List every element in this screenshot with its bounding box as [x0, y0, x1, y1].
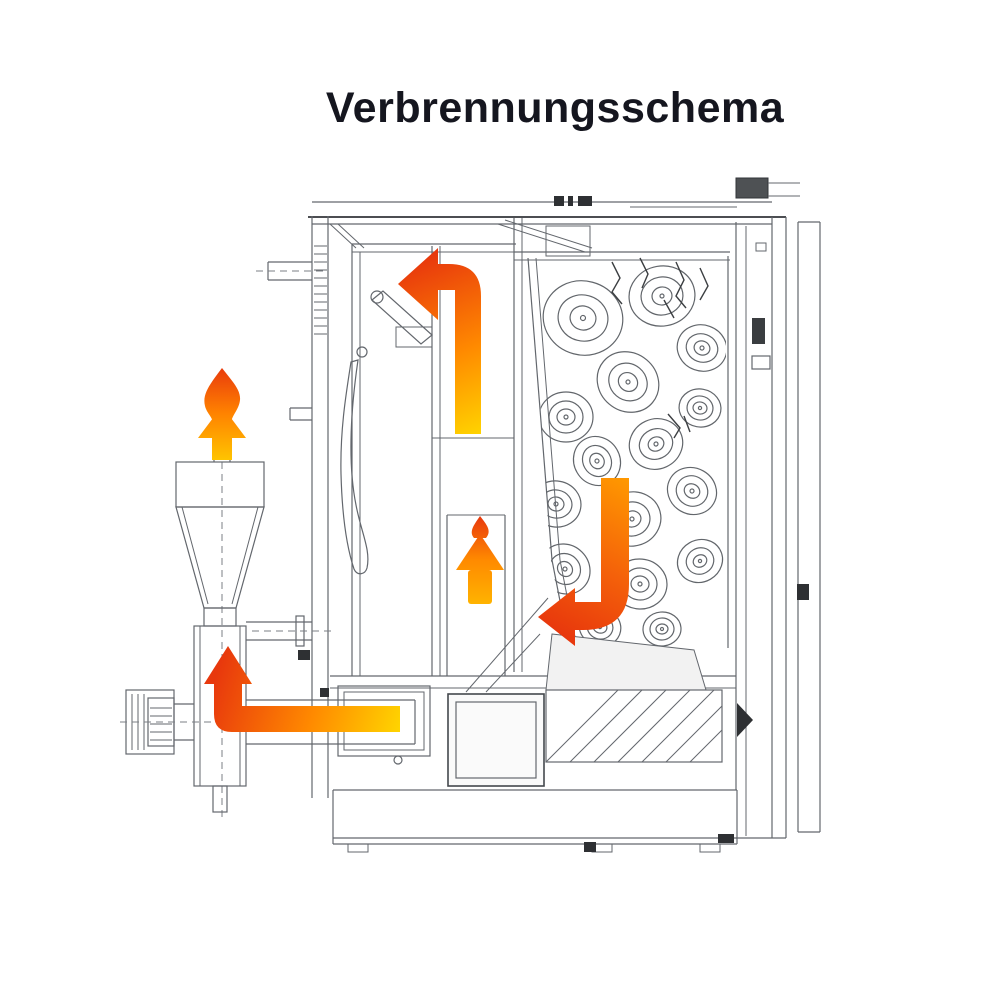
- heat-exchanger-section: [340, 218, 593, 676]
- middle-duct: [446, 514, 506, 676]
- damper-flap: [370, 290, 433, 348]
- combustion-zone: [320, 597, 753, 787]
- cyclone-separator: [120, 444, 416, 818]
- ash-nozzle-marker: [737, 703, 753, 737]
- burner-box: [447, 693, 545, 787]
- pipe-stubs: [256, 261, 324, 421]
- flue-duct-arrow: [398, 248, 481, 434]
- twig-scribbles: [611, 257, 709, 439]
- page-title: Verbrennungsschema: [325, 84, 785, 132]
- cyclone-flame-arrow: [198, 368, 246, 460]
- refractory-wedge: [545, 633, 707, 691]
- boiler-frame: [308, 177, 821, 853]
- fuel-bed-arrow: [538, 478, 629, 646]
- secondary-flame-arrow: [456, 516, 504, 604]
- cleaning-lever: [340, 359, 369, 575]
- flow-arrows: [198, 248, 629, 732]
- auger-tube: [174, 699, 416, 745]
- door-handle: [752, 318, 765, 344]
- left-wall-hatch: [314, 245, 327, 335]
- grate: [545, 689, 723, 763]
- burner-channel-arrow: [204, 646, 400, 732]
